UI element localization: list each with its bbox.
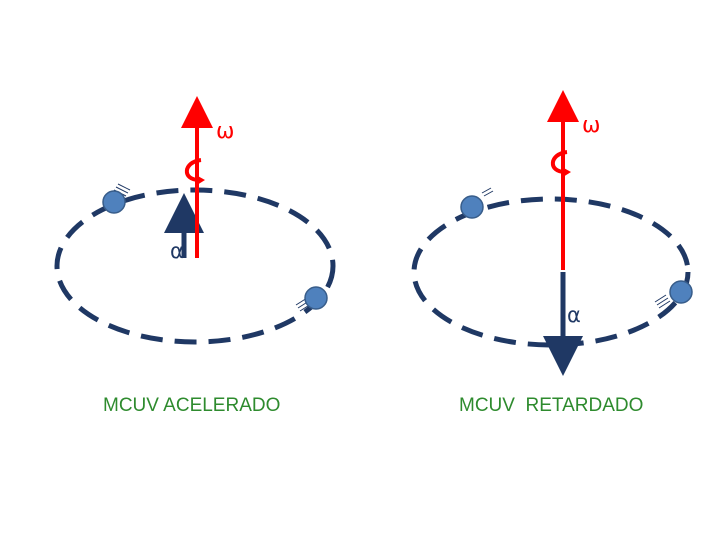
caption-accelerated: MCUV ACELERADO <box>103 395 281 416</box>
rotation-curl-head <box>196 175 205 185</box>
rotation-curl-icon <box>550 150 568 174</box>
caption-decelerated: MCUV RETARDADO <box>459 395 644 416</box>
omega-label: ω <box>582 113 600 138</box>
alpha-label: α <box>170 239 184 263</box>
omega-label: ω <box>216 119 234 144</box>
rotation-curl-icon <box>184 158 202 182</box>
circular-orbit <box>411 196 691 348</box>
panel-decelerated: ω α <box>411 90 693 376</box>
particle-upper <box>102 183 131 214</box>
rotation-curl-head <box>562 167 571 177</box>
particle-right <box>295 286 328 312</box>
particle-right <box>654 280 693 309</box>
particle-upper <box>460 187 494 219</box>
alpha-label: α <box>567 303 581 327</box>
panel-accelerated: α ω <box>54 96 336 345</box>
